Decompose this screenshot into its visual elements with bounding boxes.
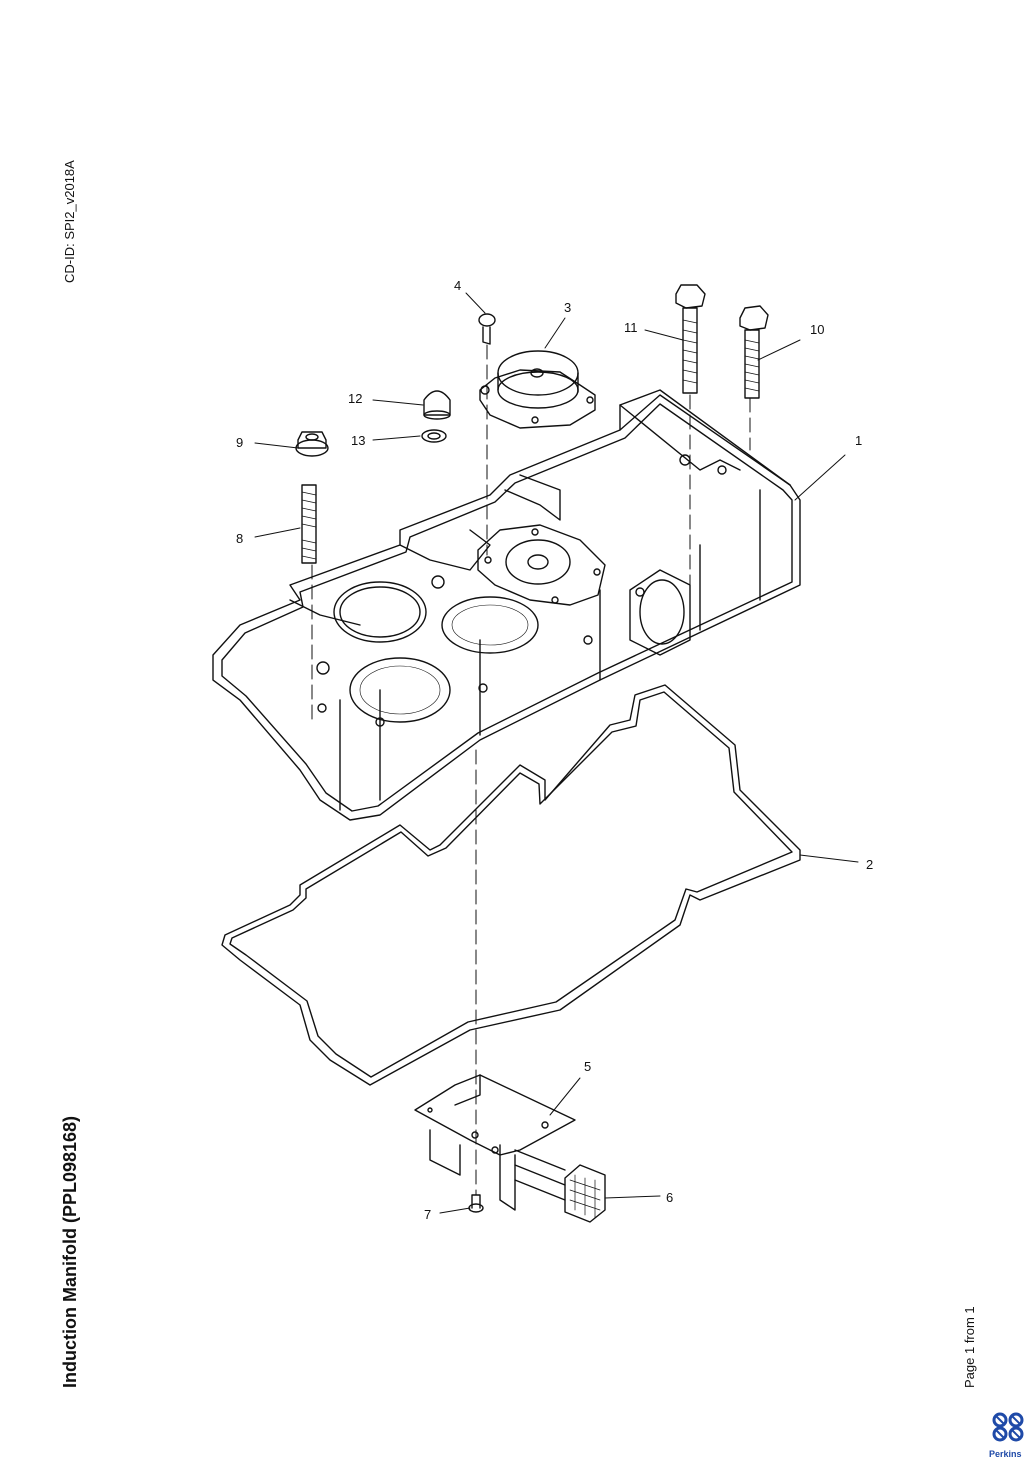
bolt-part-10 (739, 305, 769, 399)
callout-12: 12 (348, 391, 362, 406)
callout-8: 8 (236, 531, 243, 546)
leader-lines (254, 292, 859, 1214)
washer-part (421, 429, 447, 443)
bolt-part-11 (675, 284, 706, 394)
callout-2: 2 (866, 857, 873, 872)
callout-7: 7 (424, 1207, 431, 1222)
callout-10: 10 (810, 322, 824, 337)
bracket-part (414, 1074, 576, 1211)
callout-6: 6 (666, 1190, 673, 1205)
acorn-nut-part (423, 390, 451, 420)
screw-part-7 (468, 1194, 484, 1213)
callout-3: 3 (564, 300, 571, 315)
alignment-lines (311, 344, 751, 1196)
stud-part (301, 484, 317, 564)
callout-11: 11 (624, 320, 638, 335)
nut-part (295, 431, 329, 457)
gasket-part (221, 684, 801, 1086)
callout-13: 13 (351, 433, 365, 448)
perkins-logo (992, 1412, 1024, 1442)
perkins-logo-text: Perkins (989, 1449, 1022, 1459)
screw-part-4 (478, 313, 496, 345)
callout-4: 4 (454, 278, 461, 293)
callout-5: 5 (584, 1059, 591, 1074)
callout-9: 9 (236, 435, 243, 450)
callout-1: 1 (855, 433, 862, 448)
rocker-cover-part (212, 389, 801, 821)
filter-part (514, 1149, 606, 1223)
breather-cover-part (479, 350, 596, 429)
